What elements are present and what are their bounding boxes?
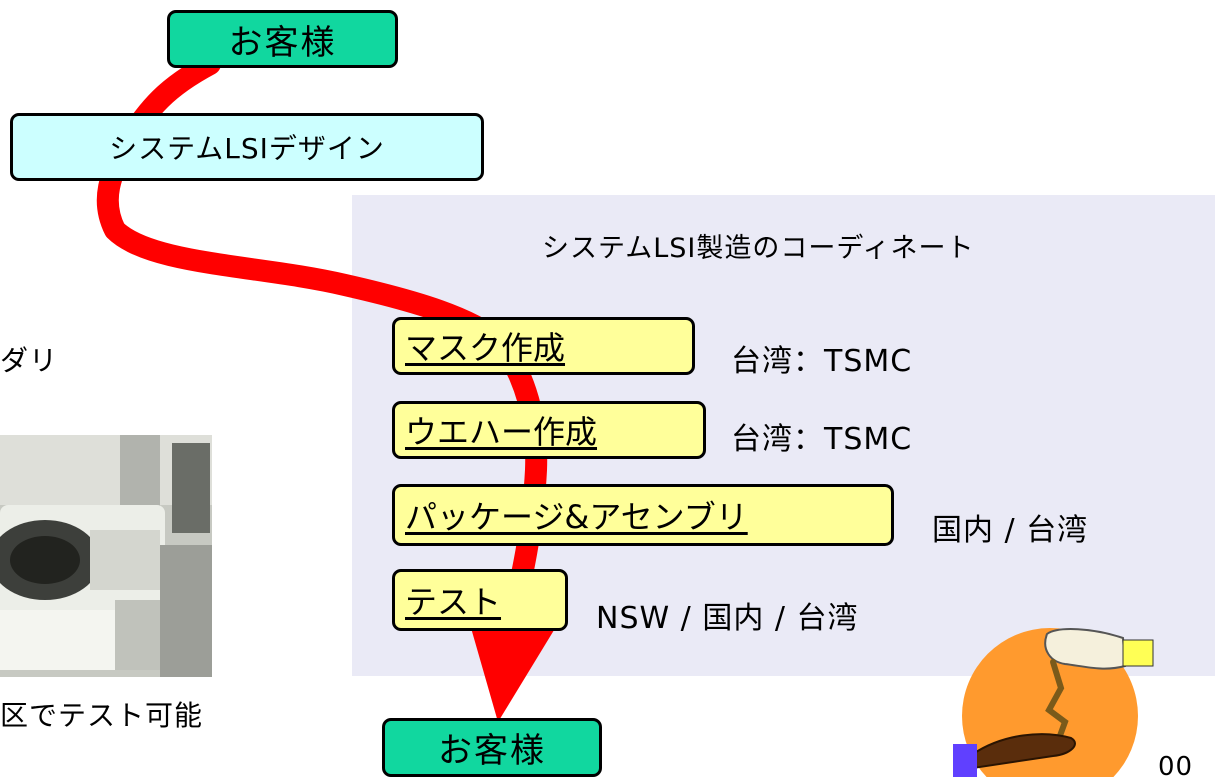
- coordination-title: システムLSI製造のコーディネート: [542, 233, 975, 264]
- left-fragment-bottom: 区でテスト可能: [0, 699, 204, 732]
- flow-arrowhead: [465, 607, 562, 722]
- step-wafer-box: ウエハー作成: [392, 401, 706, 459]
- step-package-label: パッケージ&アセンブリ: [405, 498, 748, 536]
- step-mask-label: マスク作成: [405, 329, 566, 367]
- step-mask-box: マスク作成: [392, 317, 695, 375]
- test-equipment-photo: [0, 435, 212, 677]
- system-lsi-design-box: システムLSIデザイン: [10, 113, 484, 181]
- step-package-box: パッケージ&アセンブリ: [392, 484, 894, 546]
- page-number-fragment: 00: [1158, 752, 1194, 782]
- step-wafer-label: ウエハー作成: [405, 413, 598, 451]
- step-mask-partner: 台湾：TSMC: [731, 344, 913, 379]
- left-fragment-top: ダリ: [0, 344, 59, 377]
- step-test-box: テスト: [392, 569, 568, 631]
- step-test-label: テスト: [405, 583, 502, 621]
- top-customer-box: お客様: [167, 10, 398, 68]
- step-package-partner: 国内 / 台湾: [932, 513, 1089, 548]
- bottom-customer-box: お客様: [382, 718, 602, 777]
- top-customer-label: お客様: [228, 22, 337, 63]
- step-wafer-partner: 台湾：TSMC: [731, 422, 913, 457]
- bottom-customer-label: お客様: [438, 731, 546, 771]
- step-test-partner: NSW / 国内 / 台湾: [596, 601, 859, 636]
- system-lsi-design-label: システムLSIデザイン: [109, 132, 385, 165]
- handshake-clipart: [953, 626, 1158, 777]
